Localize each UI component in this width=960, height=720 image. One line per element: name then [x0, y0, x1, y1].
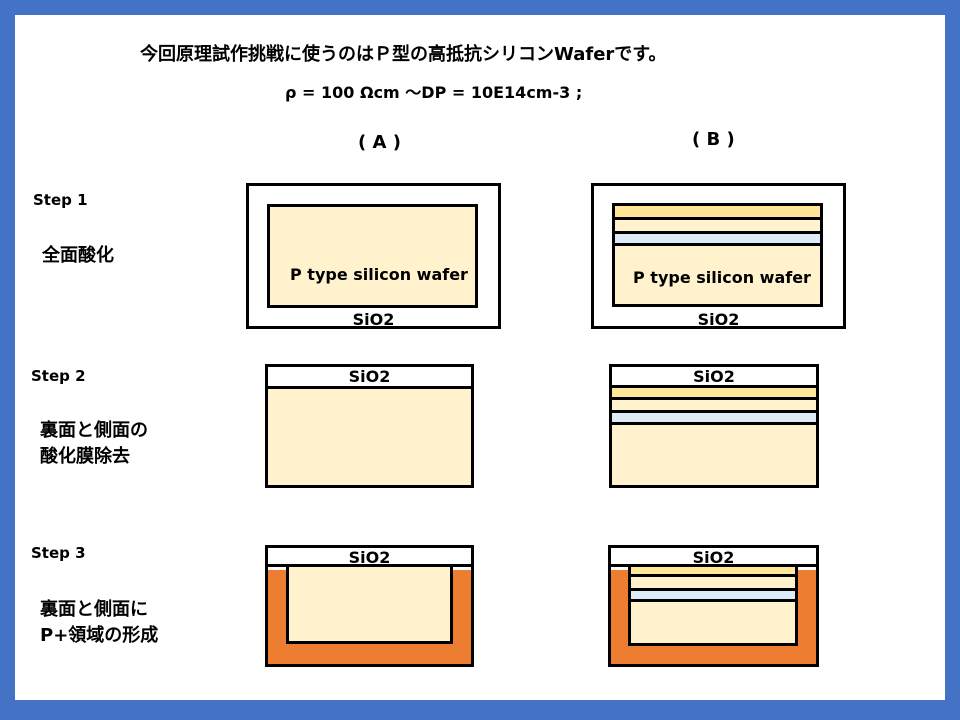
middle-layer — [612, 400, 816, 413]
resistivity-formula: ρ = 100 Ωcm 〜DP = 10E14cm-3 ; — [285, 83, 583, 102]
oxide-label: SiO2 — [693, 367, 735, 386]
middle-layer — [631, 577, 795, 591]
step2-desc-line1: 裏面と側面の — [40, 420, 148, 441]
step1-label: Step 1 — [33, 191, 88, 209]
step3-a-wafer — [286, 564, 453, 644]
oxide-layer: SiO2 — [612, 367, 816, 388]
top-layer — [615, 206, 820, 220]
blue-layer — [615, 234, 820, 246]
step2-b-wafer: SiO2 — [609, 364, 819, 488]
oxide-label: SiO2 — [348, 548, 391, 567]
top-layer — [631, 564, 795, 577]
oxide-label: SiO2 — [692, 548, 735, 567]
step3-desc-line1: 裏面と側面に — [40, 599, 148, 620]
slide-title: 今回原理試作挑戦に使うのはＰ型の高抵抗シリコンWaferです。 — [140, 44, 667, 65]
blue-layer — [631, 591, 795, 602]
oxide-label: SiO2 — [697, 310, 740, 329]
top-layer — [612, 388, 816, 400]
step1-a-wafer: P type silicon wafer — [267, 204, 478, 308]
step2-label: Step 2 — [31, 367, 86, 385]
wafer-label: P type silicon wafer — [633, 268, 811, 287]
blue-layer — [612, 413, 816, 425]
step3-b-wafer — [628, 564, 798, 646]
column-b-header: ( B ) — [692, 129, 735, 150]
step2-desc-line2: 酸化膜除去 — [40, 446, 130, 467]
step1-desc: 全面酸化 — [42, 245, 114, 266]
step3-desc-line2: P+領域の形成 — [40, 625, 159, 646]
wafer-label: P type silicon wafer — [290, 265, 468, 284]
oxide-label: SiO2 — [348, 367, 391, 386]
step1-b-wafer: P type silicon wafer — [612, 203, 823, 307]
step3-label: Step 3 — [31, 544, 86, 562]
step2-a-wafer: SiO2 — [265, 364, 474, 488]
oxide-label: SiO2 — [352, 310, 395, 329]
oxide-layer: SiO2 — [268, 367, 471, 389]
middle-layer — [615, 220, 820, 234]
column-a-header: ( A ) — [358, 132, 401, 153]
